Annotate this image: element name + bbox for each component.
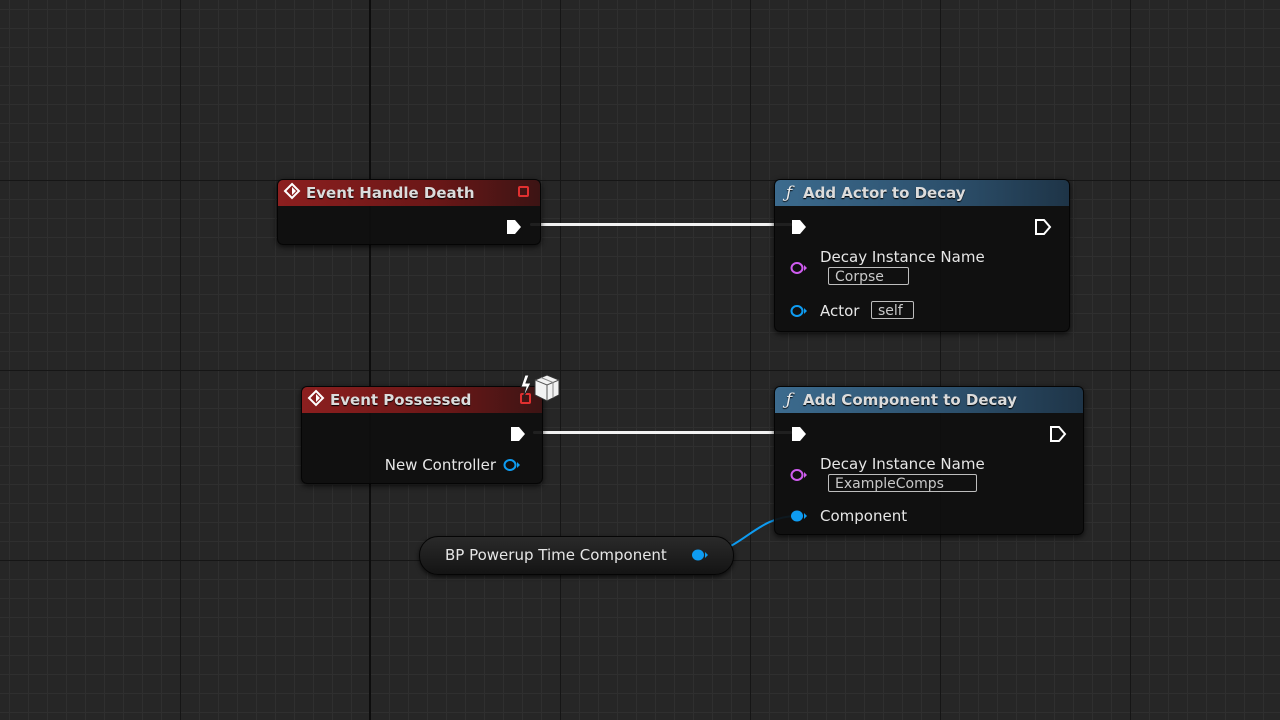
bp-powerup-time-component-node[interactable]: BP Powerup Time Component	[419, 536, 734, 575]
actor-label: Actor	[820, 302, 860, 320]
new-controller-pin[interactable]	[503, 458, 521, 472]
actor-pin[interactable]	[790, 304, 808, 318]
actor-input[interactable]: self	[871, 301, 914, 319]
node-header: ƒ Add Actor to Decay	[775, 180, 1069, 206]
exec-in-pin[interactable]	[790, 218, 808, 236]
new-controller-label: New Controller	[384, 456, 496, 474]
decay-instance-name-pin[interactable]	[790, 468, 808, 482]
exec-in-pin[interactable]	[790, 425, 808, 443]
node-title: Add Component to Decay	[803, 391, 1017, 409]
decay-instance-name-input[interactable]: ExampleComps	[828, 474, 977, 492]
node-header: ƒ Add Component to Decay	[775, 387, 1083, 413]
graph-origin-line	[369, 0, 371, 720]
delegate-pin[interactable]	[518, 186, 529, 197]
decay-instance-name-label: Decay Instance Name	[820, 455, 985, 473]
event-handle-death-node[interactable]: Event Handle Death	[277, 179, 541, 245]
replicated-cube-icon	[520, 374, 560, 402]
decay-instance-name-pin[interactable]	[790, 261, 808, 275]
exec-out-pin[interactable]	[505, 218, 523, 236]
function-icon: ƒ	[785, 390, 793, 410]
function-icon: ƒ	[785, 183, 793, 203]
exec-wire-death[interactable]	[530, 223, 792, 226]
add-actor-to-decay-node[interactable]: ƒ Add Actor to Decay Decay Instance Name…	[774, 179, 1070, 332]
component-pin[interactable]	[790, 509, 808, 523]
decay-instance-name-input[interactable]: Corpse	[828, 267, 909, 285]
variable-label: BP Powerup Time Component	[445, 546, 667, 564]
event-diamond-icon	[278, 182, 306, 204]
event-possessed-node[interactable]: Event Possessed New Controller	[301, 374, 560, 484]
exec-out-pin[interactable]	[1034, 218, 1052, 236]
exec-out-pin[interactable]	[509, 425, 527, 443]
variable-output-pin[interactable]	[691, 548, 709, 562]
event-diamond-icon	[302, 389, 330, 411]
node-title: Event Handle Death	[306, 184, 475, 202]
component-label: Component	[820, 507, 908, 525]
node-title: Add Actor to Decay	[803, 184, 966, 202]
node-header: Event Handle Death	[278, 180, 540, 206]
decay-instance-name-label: Decay Instance Name	[820, 248, 985, 266]
exec-wire-possessed[interactable]	[533, 431, 792, 434]
exec-out-pin[interactable]	[1049, 425, 1067, 443]
node-title: Event Possessed	[330, 391, 472, 409]
node-header: Event Possessed	[302, 387, 542, 413]
add-component-to-decay-node[interactable]: ƒ Add Component to Decay Decay Instance …	[774, 386, 1084, 535]
